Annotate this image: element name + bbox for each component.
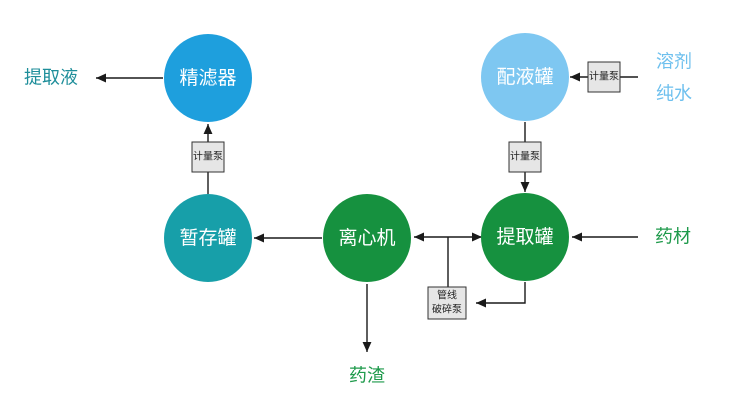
meter-pump-right-box <box>587 61 621 93</box>
pure-water-label: 纯水 <box>656 84 692 105</box>
meter-pump-right-label: 计量泵 <box>589 70 619 83</box>
solvent-label: 溶剂 <box>656 52 692 73</box>
pipeline-crusher-pump-box <box>427 286 467 320</box>
meter-pump-right: 计量泵 <box>587 61 621 93</box>
pipeline-crusher-pump-line2: 破碎泵 <box>432 303 462 316</box>
temp-tank-label: 暂存罐 <box>179 227 236 249</box>
node-extraction-tank: 提取罐 <box>481 193 569 281</box>
meter-pump-left: 计量泵 <box>191 141 225 173</box>
meter-pump-middle-box <box>508 141 542 173</box>
residue-label: 药渣 <box>349 366 385 387</box>
centrifuge-label: 离心机 <box>338 227 395 249</box>
node-centrifuge: 离心机 <box>323 194 411 282</box>
extraction-tank-circle <box>481 193 569 281</box>
pipeline-crusher-pump: 管线 破碎泵 <box>427 286 467 320</box>
arrow-extraction-to-crusher <box>476 282 526 308</box>
dosing-tank-circle <box>481 33 569 121</box>
dosing-tank-label: 配液罐 <box>496 66 553 88</box>
fine-filter-circle <box>164 34 252 122</box>
extract-liquid-label: 提取液 <box>24 68 78 89</box>
fine-filter-label: 精滤器 <box>179 67 236 89</box>
meter-pump-left-label: 计量泵 <box>193 150 223 163</box>
meter-pump-middle: 计量泵 <box>508 141 542 173</box>
node-dosing-tank: 配液罐 <box>481 33 569 121</box>
temp-tank-circle <box>164 194 252 282</box>
pipeline-crusher-pump-line1: 管线 <box>437 289 457 302</box>
centrifuge-circle <box>323 194 411 282</box>
extraction-tank-label: 提取罐 <box>496 226 553 248</box>
meter-pump-middle-label: 计量泵 <box>510 150 540 163</box>
node-temp-tank: 暂存罐 <box>164 194 252 282</box>
meter-pump-left-box <box>191 141 225 173</box>
node-fine-filter: 精滤器 <box>164 34 252 122</box>
herbs-label: 药材 <box>655 227 691 248</box>
